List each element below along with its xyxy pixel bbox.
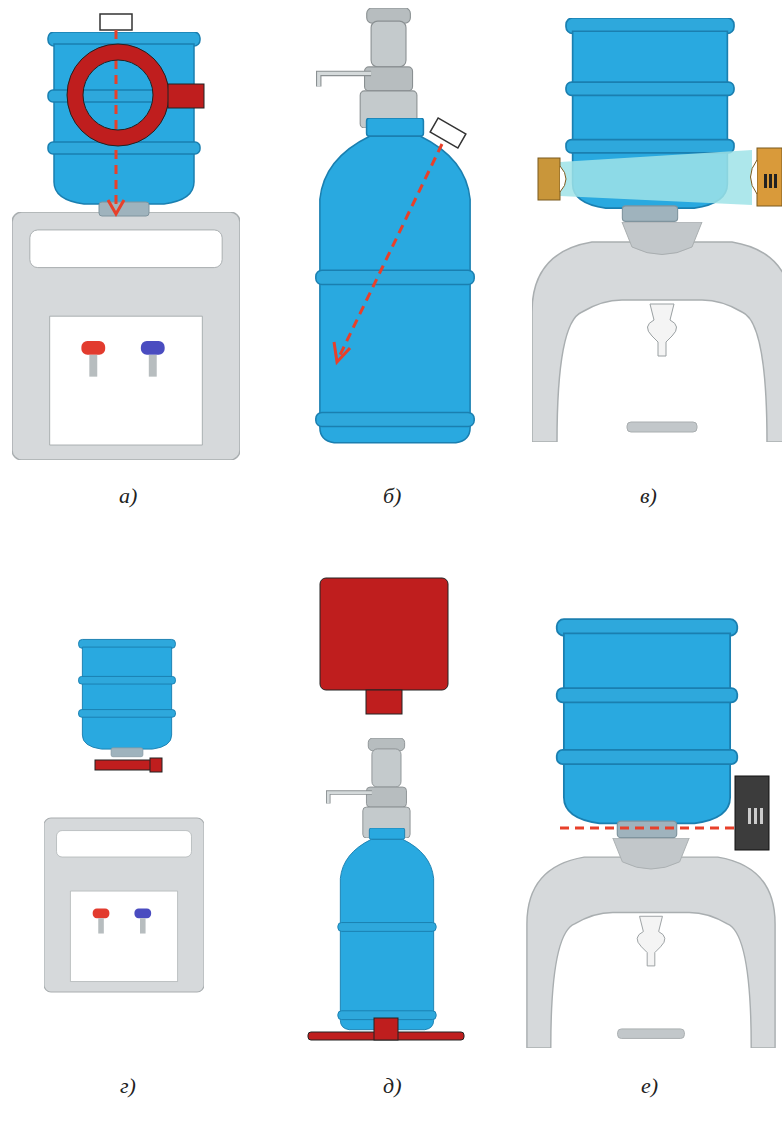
figure-label: г) <box>120 1073 136 1099</box>
figure-label: д) <box>383 1073 401 1099</box>
figure-label: в) <box>640 483 657 509</box>
figure-label: б) <box>383 483 401 509</box>
figure-label: е) <box>641 1073 658 1099</box>
figure-label: а) <box>119 483 137 509</box>
